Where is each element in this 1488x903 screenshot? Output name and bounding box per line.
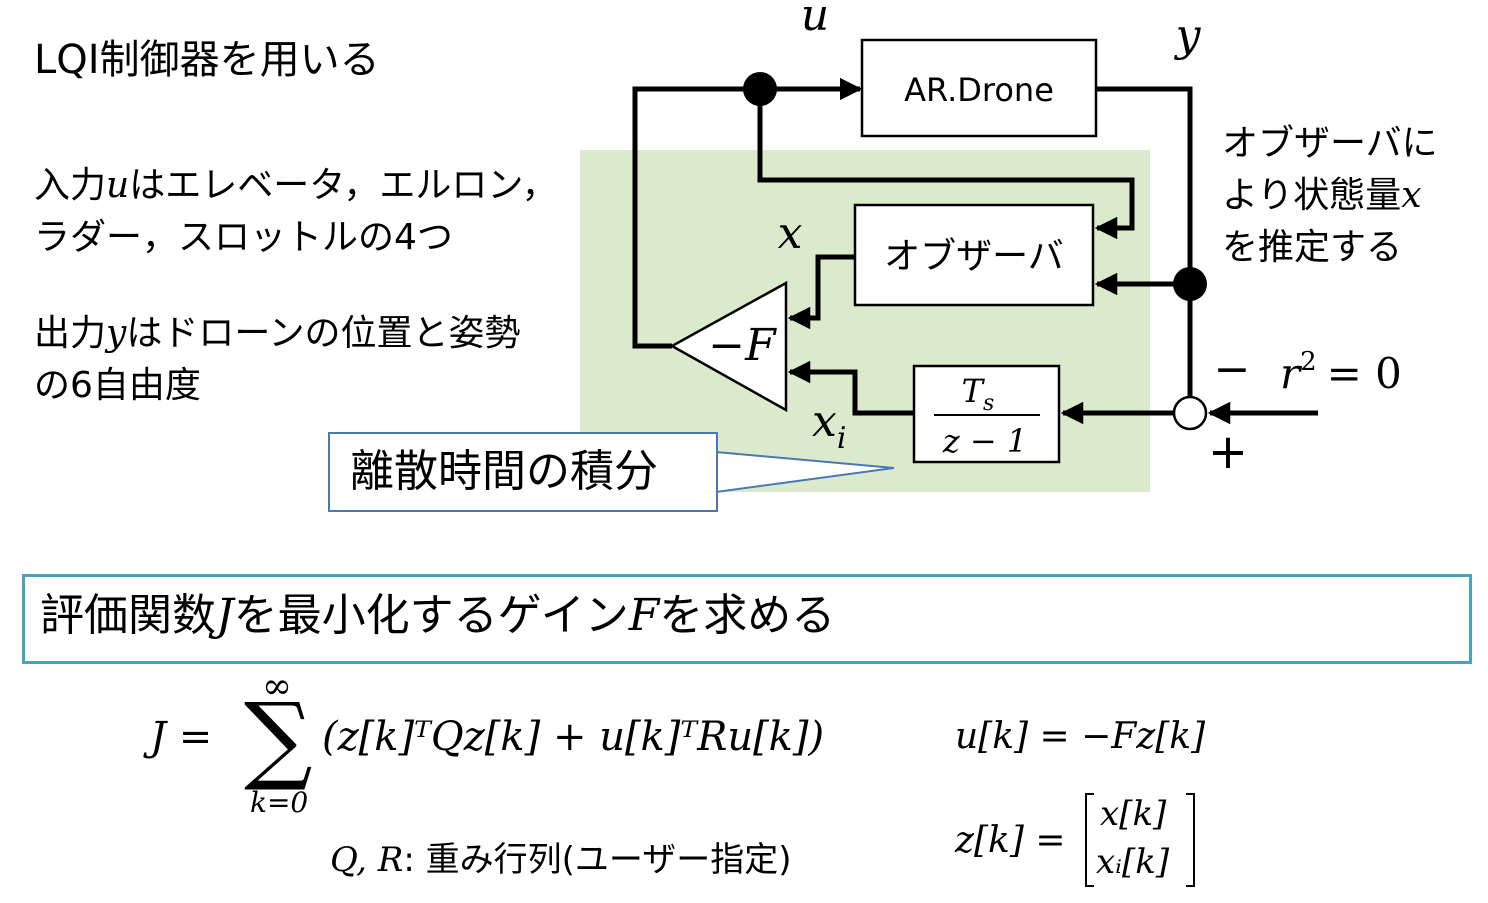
observer-note-line2: より状態量x [1222, 170, 1438, 222]
gain-triangle [669, 280, 788, 413]
observer-note: オブザーバに より状態量x を推定する [1222, 118, 1438, 274]
output-var: y [106, 313, 127, 354]
output-description-line1: 出力yはドローンの位置と姿勢 [34, 308, 558, 360]
y-branch-node [1173, 267, 1207, 301]
wire-gain-feedback [632, 86, 760, 349]
observer-note-var: x [1401, 175, 1422, 216]
state-top: x[k] [1100, 794, 1167, 834]
observer-note-prefix: より状態量 [1222, 175, 1402, 216]
state-lhs: z[k] = [955, 820, 1066, 861]
signal-xi-label: xi [812, 396, 846, 456]
wire-xi-to-gain [787, 360, 914, 416]
output-suffix: はドローンの位置と姿勢 [126, 313, 521, 354]
goal-middle: を最小化するゲイン [233, 590, 629, 641]
observer-note-line3: を推定する [1222, 227, 1403, 268]
callout-box [328, 432, 718, 512]
goal-text: 評価関数Jを最小化するゲインFを求める [40, 588, 835, 644]
input-description-line1: 入力uはエレベータ，エルロン， [34, 160, 558, 212]
goal-prefix: 評価関数 [40, 590, 216, 641]
signal-u-label: u [801, 0, 829, 41]
integrator-denominator: z − 1 [942, 422, 1027, 460]
plus-sign: + [1208, 424, 1248, 480]
goal-var-f: F [628, 590, 660, 641]
input-description-line2: ラダー，スロットルの4つ [34, 217, 453, 258]
signal-y-label: y [1174, 10, 1202, 61]
cost-body: (z[k]ᵀQz[k] + u[k]ᵀRu[k]) [322, 714, 825, 760]
wire-u-to-observer [757, 89, 1135, 240]
state-vector-brackets [1085, 793, 1195, 887]
page-title: LQI制御器を用いる [34, 37, 380, 83]
weights-desc: : 重み行列(ユーザー指定) [403, 840, 792, 880]
goal-suffix: を求める [659, 590, 836, 641]
input-prefix: 入力 [34, 165, 107, 206]
output-description-line2: の6自由度 [34, 365, 201, 406]
wire-x-to-gain [787, 254, 855, 330]
input-var: u [106, 165, 130, 206]
sum-upper-limit: ∞ [262, 666, 292, 707]
gain-label: −F [708, 320, 777, 371]
u-branch-node [743, 72, 777, 106]
output-prefix: 出力 [34, 313, 107, 354]
wire-plant-output [1096, 86, 1193, 397]
goal-box [22, 574, 1472, 664]
state-bottom: xᵢ[k] [1096, 842, 1170, 882]
signal-x-label: x [778, 208, 803, 259]
control-law: u[k] = −Fz[k] [955, 716, 1206, 757]
reference-label: r2= 0 [1280, 347, 1402, 398]
observer-note-line1: オブザーバに [1222, 123, 1438, 164]
callout-pointer [715, 450, 895, 494]
goal-var-j: J [216, 590, 234, 641]
minus-sign: − [1214, 344, 1251, 395]
integrator-numerator: Ts [962, 372, 995, 416]
left-description: 入力uはエレベータ，エルロン， ラダー，スロットルの4つ 出力yはドローンの位置… [34, 160, 558, 412]
sum-lower-limit: k=0 [250, 786, 309, 819]
input-suffix: はエレベータ，エルロン， [129, 165, 558, 206]
callout-text: 離散時間の積分 [350, 446, 658, 497]
summing-junction [1172, 395, 1208, 431]
plant-label: AR.Drone [904, 71, 1054, 109]
weights-note: Q, R: 重み行列(ユーザー指定) [330, 832, 792, 881]
cost-lhs: J = [150, 714, 213, 760]
observer-label: オブザーバ [884, 236, 1064, 277]
summation-sign: ∑ [244, 682, 313, 794]
weights-vars: Q, R [330, 840, 404, 880]
